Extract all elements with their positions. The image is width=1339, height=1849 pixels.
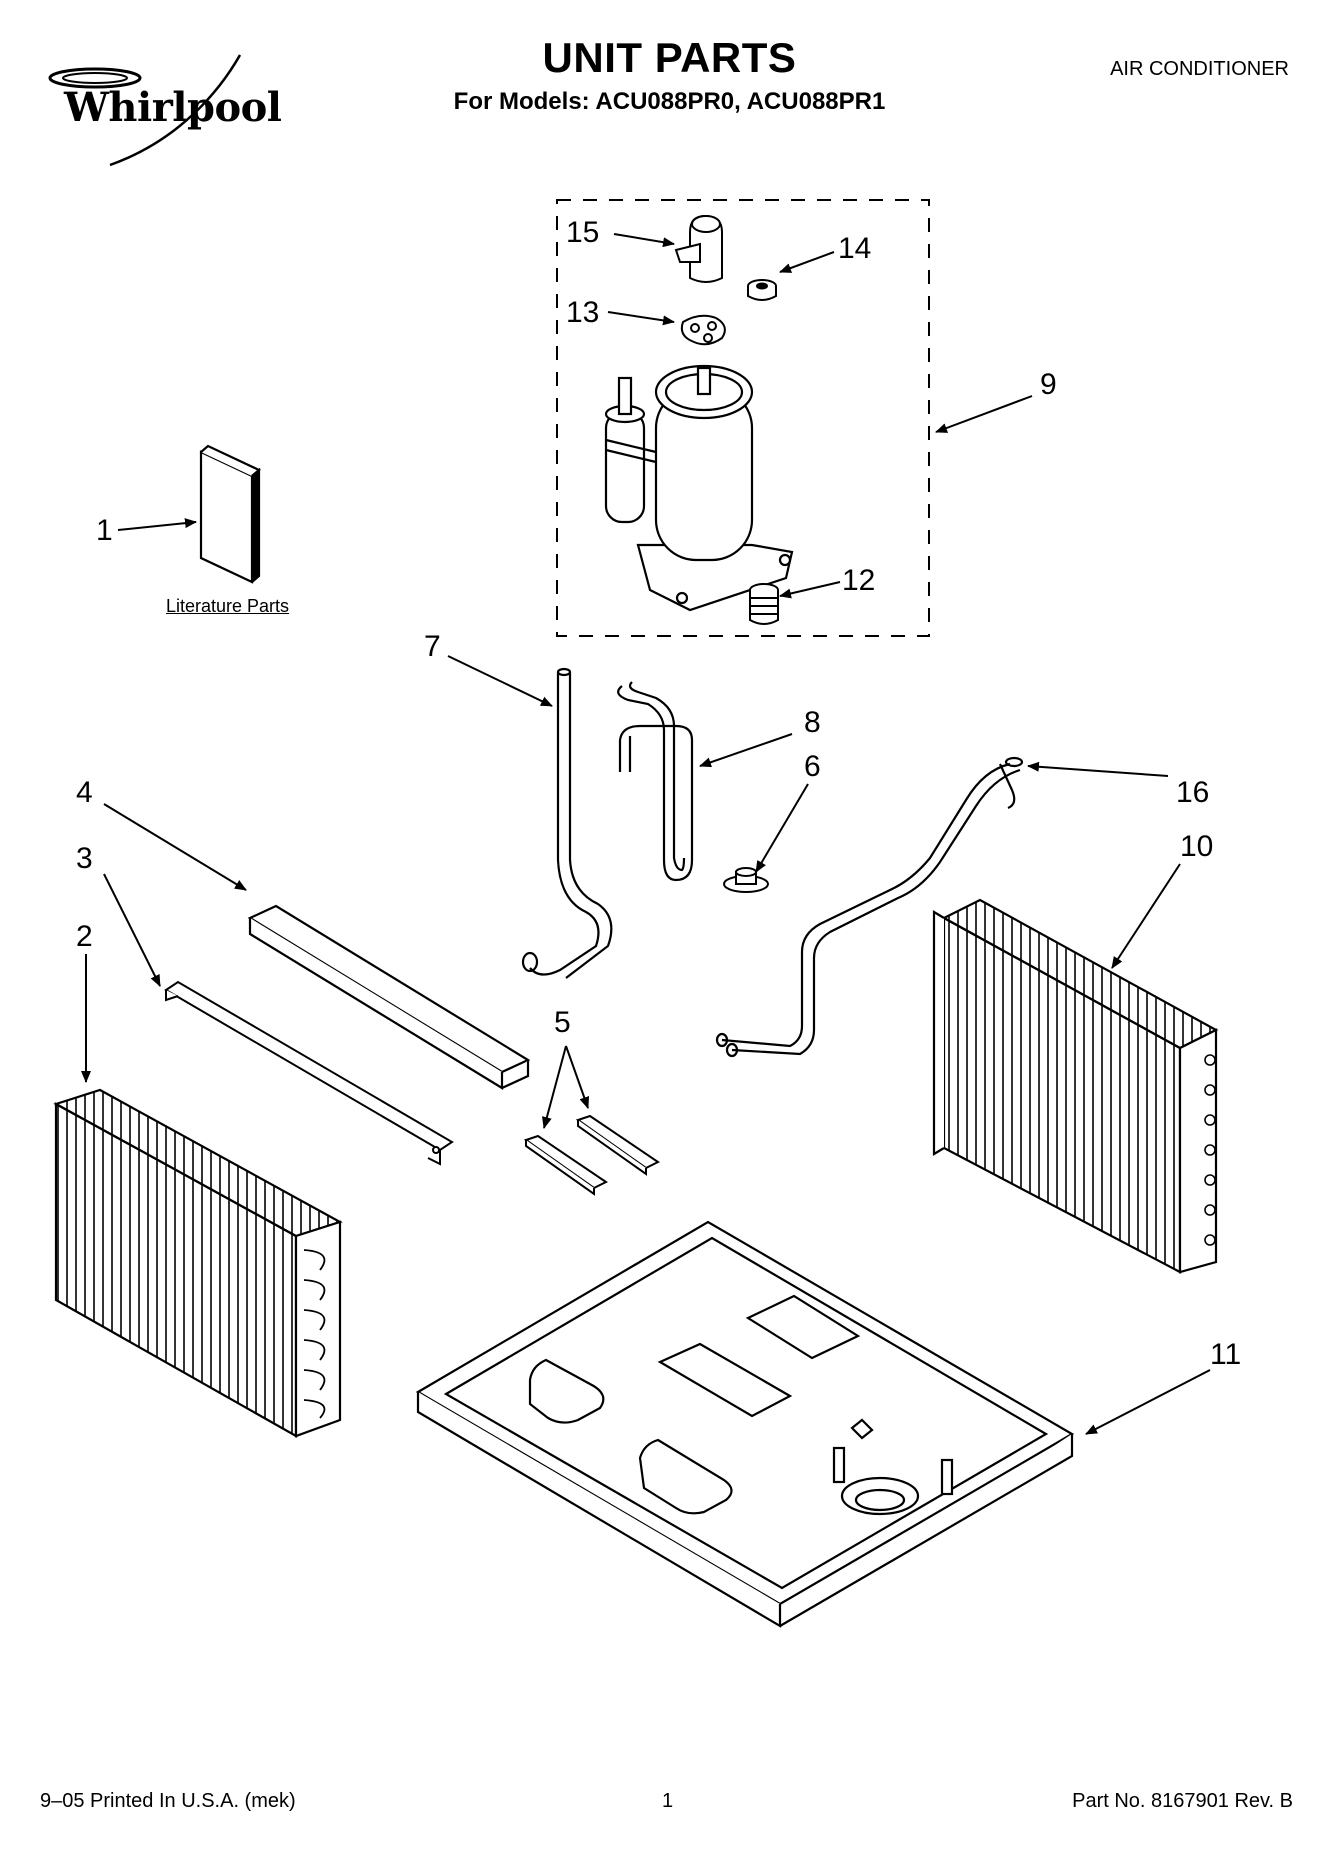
capillary-tube-part: [715, 756, 1024, 1058]
literature-part: [199, 444, 262, 584]
valve-part: [723, 867, 769, 893]
callout-1: 1: [96, 514, 113, 547]
callout-15: 15: [566, 216, 600, 249]
leader-12: [779, 581, 841, 599]
logo-swirl-icon: [48, 54, 242, 167]
callout-5: 5: [554, 1006, 571, 1039]
callout-3: 3: [76, 842, 93, 875]
page-number: 1: [662, 1790, 674, 1812]
compressor-group-box: [556, 199, 930, 637]
leader-14: [779, 251, 835, 273]
base-pan-part: [415, 1220, 1075, 1628]
brand-name: Whirlpool: [64, 84, 282, 131]
leader-1: [117, 518, 197, 531]
leader-5b: [565, 1045, 590, 1109]
discharge-tube-part: [521, 667, 613, 979]
leader-15: [613, 233, 675, 248]
leader-11: [1085, 1369, 1211, 1435]
callout-12: 12: [842, 564, 876, 597]
leader-3: [103, 873, 161, 987]
coil-bracket-part: [164, 980, 454, 1166]
leader-9: [935, 395, 1033, 433]
suction-tube-part: [617, 681, 694, 882]
callout-4: 4: [76, 776, 93, 809]
leader-13: [607, 311, 675, 326]
evaporator-coil-part: [932, 898, 1219, 1274]
callout-10: 10: [1180, 830, 1214, 863]
callout-13: 13: [566, 296, 600, 329]
callout-9: 9: [1040, 368, 1057, 401]
leader-10: [1111, 863, 1181, 969]
callout-14: 14: [838, 232, 872, 265]
callout-8: 8: [804, 706, 821, 739]
leader-4: [103, 803, 247, 891]
part-number: Part No. 8167901 Rev. B: [1072, 1790, 1293, 1812]
condenser-coil-part: [53, 1088, 343, 1438]
grommet-part: [747, 279, 777, 301]
leader-5a: [542, 1045, 567, 1129]
page-title: UNIT PARTS: [542, 34, 797, 81]
gasket-strip-part: [523, 1114, 660, 1196]
literature-parts-label: Literature Parts: [166, 596, 290, 616]
callout-7: 7: [424, 630, 441, 663]
callout-2: 2: [76, 920, 93, 953]
insulation-bar-part: [247, 904, 531, 1090]
terminal-gasket-part: [680, 314, 726, 346]
product-category: AIR CONDITIONER: [1110, 58, 1289, 80]
leader-7: [447, 655, 553, 707]
leader-6: [755, 783, 809, 873]
compressor-part: [604, 364, 794, 612]
overload-protector-part: [674, 214, 723, 283]
print-info: 9–05 Printed In U.S.A. (mek): [40, 1790, 296, 1812]
callout-6: 6: [804, 750, 821, 783]
callout-11: 11: [1210, 1338, 1242, 1371]
leader-8: [699, 733, 793, 768]
whirlpool-logo: [40, 50, 280, 170]
leader-16: [1027, 761, 1169, 777]
compressor-mount-part: [749, 583, 779, 625]
callout-16: 16: [1176, 776, 1210, 809]
model-subtitle: For Models: ACU088PR0, ACU088PR1: [453, 88, 886, 115]
